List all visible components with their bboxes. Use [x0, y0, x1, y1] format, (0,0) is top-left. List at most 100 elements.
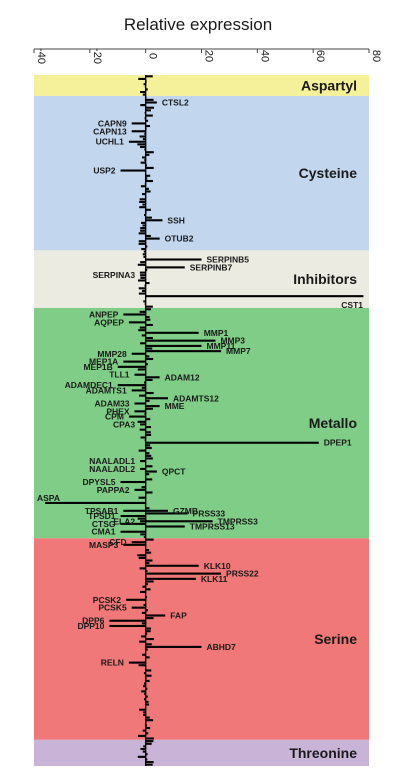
bar-PRSS22: [145, 572, 222, 575]
bar-ADAMDEC1: [117, 384, 146, 387]
bar-TPSD1: [120, 514, 146, 518]
bar: [138, 77, 146, 80]
gene-label-CTSG: CTSG: [92, 519, 116, 529]
bar-AQPEP: [128, 321, 146, 324]
bar: [145, 632, 148, 635]
gene-label-PCSK2: PCSK2: [93, 595, 122, 605]
bar-PRSS33: [145, 512, 188, 515]
bar: [145, 630, 151, 633]
gene-label-TMPRSS3: TMPRSS3: [218, 516, 258, 526]
bar: [142, 93, 146, 96]
bar-NAALADL1: [140, 460, 146, 463]
bar: [145, 337, 153, 340]
bar-CAPN9: [131, 122, 146, 125]
bar: [145, 177, 148, 180]
bar: [145, 355, 150, 358]
expression-bars: [45, 75, 364, 766]
x-tick-label: 0: [147, 53, 159, 59]
bar: [145, 763, 153, 766]
band-label-inhibitors: Inhibitors: [293, 271, 357, 287]
bar: [137, 755, 146, 758]
bar: [145, 732, 149, 735]
gene-label-ABHD7: ABHD7: [207, 642, 237, 652]
bar-MEP1B: [117, 365, 146, 368]
bar: [145, 700, 149, 703]
band-label-threonine: Threonine: [289, 745, 357, 761]
bar: [143, 672, 146, 675]
bar: [139, 271, 146, 274]
bar: [145, 737, 154, 740]
bar: [139, 428, 146, 431]
bar-DPP10: [109, 624, 146, 628]
gene-label-ADAMTS1: ADAMTS1: [86, 385, 127, 395]
bar: [145, 216, 152, 219]
bar: [140, 229, 146, 232]
gene-label-SERPINA3: SERPINA3: [93, 270, 136, 280]
x-tick-label: 80: [370, 50, 382, 62]
bar-KLK10: [145, 564, 199, 567]
bar: [145, 318, 151, 321]
bar-SERPINA3: [140, 274, 146, 277]
x-tick-label: 40: [258, 50, 270, 62]
bar-ADAMTS12: [145, 397, 168, 400]
gene-label-CMA1: CMA1: [91, 527, 115, 537]
bar: [145, 562, 150, 565]
gene-label-MEP1B: MEP1B: [83, 362, 112, 372]
bar: [143, 603, 146, 607]
bar: [142, 253, 146, 256]
bar: [141, 289, 146, 292]
band-serine: [34, 538, 369, 740]
bar: [138, 279, 146, 282]
band-label-serine: Serine: [314, 631, 357, 647]
bar: [141, 611, 146, 614]
bar-ADAM33: [134, 402, 146, 405]
bar: [145, 753, 148, 756]
bar: [137, 420, 146, 423]
bar-TLL1: [134, 373, 146, 376]
bar-MMP1: [145, 331, 199, 334]
bar: [145, 179, 153, 183]
bar: [145, 679, 150, 682]
bar: [145, 559, 153, 562]
gene-label-PHEX: PHEX: [106, 406, 129, 416]
bar-PCSK5: [131, 606, 146, 609]
bar-SSH: [145, 219, 163, 222]
bar: [145, 538, 154, 541]
gene-label-RELN: RELN: [101, 658, 124, 668]
bar: [139, 567, 146, 570]
bar: [145, 109, 151, 112]
bar: [139, 200, 146, 203]
gene-label-DPP6: DPP6: [82, 616, 104, 626]
bar: [145, 446, 152, 450]
bar: [142, 750, 146, 753]
gene-label-TLL1: TLL1: [109, 370, 130, 380]
bar: [139, 326, 146, 329]
bar: [145, 431, 151, 434]
bar: [145, 153, 150, 156]
bar-MMP11: [145, 344, 202, 347]
bar: [141, 386, 146, 389]
bar: [140, 161, 146, 164]
bar: [140, 261, 146, 264]
gene-label-DPYSL5: DPYSL5: [82, 477, 115, 487]
bar: [145, 569, 148, 573]
bar: [145, 316, 150, 319]
gene-label-GZMB: GZMB: [173, 506, 198, 516]
bar: [145, 583, 148, 586]
bar: [141, 221, 146, 224]
bar: [138, 734, 146, 737]
bar-CTSL2: [145, 101, 157, 104]
bar: [140, 747, 146, 751]
bar: [145, 305, 153, 308]
bar-TPSAB1: [123, 509, 146, 512]
bar: [145, 491, 153, 494]
bar: [145, 106, 154, 109]
bar: [137, 143, 146, 146]
gene-labels: CTSL2CAPN9CAPN13UCHL1USP2SSHOTUB2SERPINB…: [37, 97, 363, 667]
bar: [142, 729, 146, 732]
bar: [139, 708, 146, 711]
gene-label-MMP7: MMP7: [226, 346, 251, 356]
bar: [141, 486, 146, 489]
